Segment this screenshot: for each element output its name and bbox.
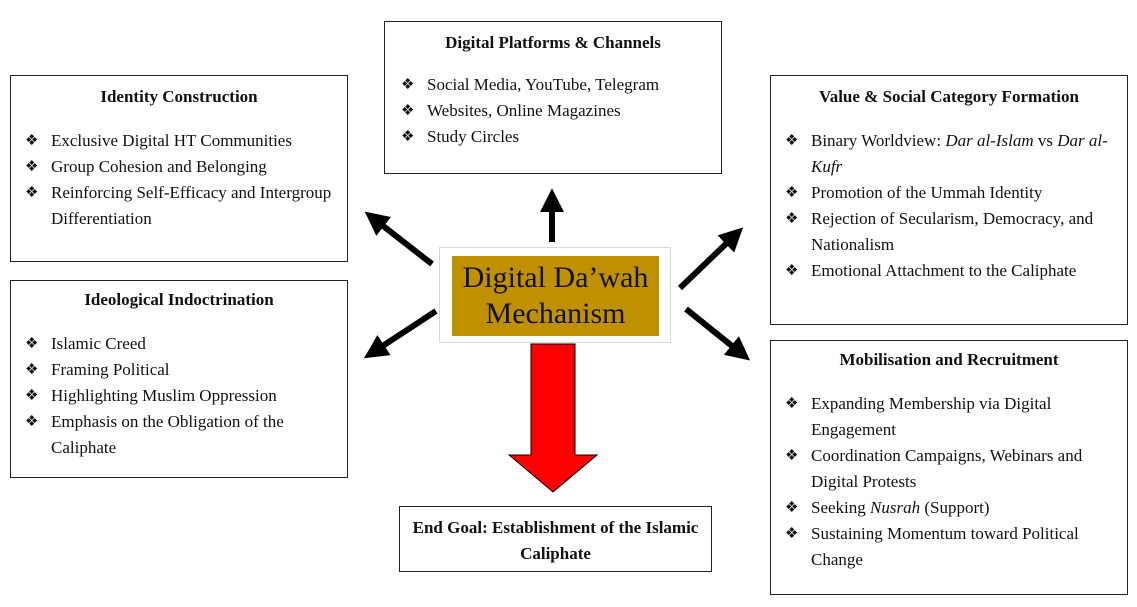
value-list: ❖Binary Worldview: Dar al-Islam vs Dar a… (783, 128, 1115, 284)
list-item: ❖Framing Political (23, 357, 335, 383)
platforms-title: Digital Platforms & Channels (445, 33, 661, 52)
platforms-box: Digital Platforms & Channels ❖Social Med… (384, 21, 722, 174)
arrow-to-value (677, 227, 744, 291)
diamond-bullet-icon: ❖ (25, 159, 39, 175)
identity-box: Identity Construction ❖Exclusive Digital… (10, 75, 348, 262)
diamond-bullet-icon: ❖ (401, 103, 415, 119)
identity-title: Identity Construction (100, 87, 258, 106)
mobilisation-box: Mobilisation and Recruitment ❖Expanding … (770, 340, 1128, 595)
diamond-bullet-icon: ❖ (785, 263, 799, 279)
list-item: ❖Coordination Campaigns, Webinars and Di… (783, 443, 1115, 495)
ideology-list: ❖Islamic Creed ❖Framing Political ❖Highl… (23, 331, 335, 461)
diamond-bullet-icon: ❖ (25, 414, 39, 430)
list-item: ❖Study Circles (399, 124, 707, 150)
list-item: ❖Binary Worldview: Dar al-Islam vs Dar a… (783, 128, 1115, 180)
diamond-bullet-icon: ❖ (785, 211, 799, 227)
diamond-bullet-icon: ❖ (785, 133, 799, 149)
center-node: Digital Da’wah Mechanism (439, 247, 671, 343)
center-title: Digital Da’wah Mechanism (452, 256, 659, 336)
diamond-bullet-icon: ❖ (25, 133, 39, 149)
arrow-to-identity (364, 211, 434, 267)
list-item: ❖Group Cohesion and Belonging (23, 154, 335, 180)
list-item: ❖Rejection of Secularism, Democracy, and… (783, 206, 1115, 258)
mobilisation-list: ❖Expanding Membership via Digital Engage… (783, 391, 1115, 573)
diamond-bullet-icon: ❖ (25, 336, 39, 352)
value-title: Value & Social Category Formation (818, 87, 1079, 106)
list-item: ❖Highlighting Muslim Oppression (23, 383, 335, 409)
diamond-bullet-icon: ❖ (785, 448, 799, 464)
list-item: ❖Sustaining Momentum toward Political Ch… (783, 521, 1115, 573)
value-box: Value & Social Category Formation ❖Binar… (770, 75, 1128, 325)
end-goal-title: End Goal: Establishment of the Islamic C… (412, 518, 699, 563)
arrow-to-mobilisation (684, 306, 751, 361)
ideology-title: Ideological Indoctrination (84, 290, 274, 309)
list-item: ❖Social Media, YouTube, Telegram (399, 72, 707, 98)
list-item: ❖Reinforcing Self-Efficacy and Intergrou… (23, 180, 335, 232)
identity-list: ❖Exclusive Digital HT Communities ❖Group… (23, 128, 335, 232)
platforms-list: ❖Social Media, YouTube, Telegram ❖Websit… (399, 72, 707, 150)
diamond-bullet-icon: ❖ (785, 526, 799, 542)
list-item: ❖Seeking Nusrah (Support) (783, 495, 1115, 521)
list-item: ❖Websites, Online Magazines (399, 98, 707, 124)
list-item: ❖Exclusive Digital HT Communities (23, 128, 335, 154)
diamond-bullet-icon: ❖ (25, 362, 39, 378)
diamond-bullet-icon: ❖ (25, 185, 39, 201)
diamond-bullet-icon: ❖ (785, 500, 799, 516)
end-goal-box: End Goal: Establishment of the Islamic C… (399, 506, 712, 572)
list-item: ❖Islamic Creed (23, 331, 335, 357)
mobilisation-title: Mobilisation and Recruitment (839, 350, 1059, 369)
list-item: ❖Expanding Membership via Digital Engage… (783, 391, 1115, 443)
arrow-to-goal (507, 343, 599, 493)
diamond-bullet-icon: ❖ (785, 185, 799, 201)
diamond-bullet-icon: ❖ (401, 129, 415, 145)
arrow-to-ideology (363, 308, 438, 359)
list-item: ❖Promotion of the Ummah Identity (783, 180, 1115, 206)
diamond-bullet-icon: ❖ (401, 77, 415, 93)
ideology-box: Ideological Indoctrination ❖Islamic Cree… (10, 280, 348, 478)
diamond-bullet-icon: ❖ (25, 388, 39, 404)
list-item: ❖Emphasis on the Obligation of the Calip… (23, 409, 335, 461)
diamond-bullet-icon: ❖ (785, 396, 799, 412)
list-item: ❖Emotional Attachment to the Caliphate (783, 258, 1115, 284)
